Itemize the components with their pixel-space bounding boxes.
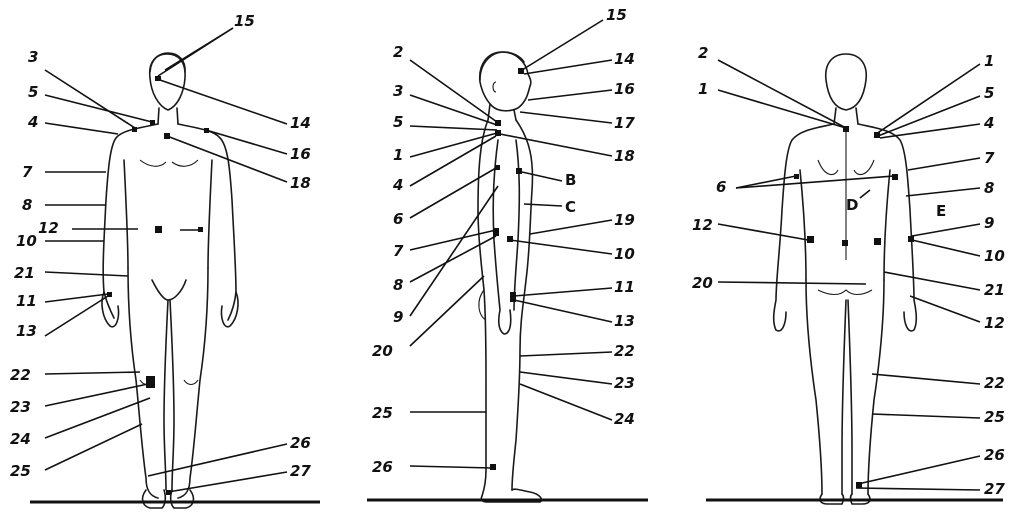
front-view-marks	[107, 76, 209, 495]
back-view-marks	[794, 126, 914, 488]
back-label-26: 26	[984, 446, 1005, 464]
side-label-10: 10	[614, 245, 635, 263]
side-label-7: 7	[393, 242, 404, 260]
side-label-19: 19	[614, 211, 635, 229]
front-label-15: 15	[234, 12, 255, 30]
front-label-11: 11	[16, 292, 37, 310]
side-label-4: 4	[392, 176, 403, 194]
side-label-14: 14	[614, 50, 635, 68]
side-label-B: B	[565, 171, 576, 189]
back-label-1: 1	[698, 80, 708, 98]
front-view-leader-lines	[45, 28, 287, 492]
front-label-4: 4	[27, 113, 38, 131]
side-label-13: 13	[614, 312, 635, 330]
front-label-7: 7	[22, 163, 33, 181]
front-label-5: 5	[28, 83, 38, 101]
side-label-20: 20	[372, 342, 393, 360]
back-label-27: 27	[984, 480, 1005, 498]
side-label-9: 9	[393, 308, 403, 326]
back-label-20: 20	[692, 274, 713, 292]
side-view-marks	[490, 68, 524, 470]
back-label-10: 10	[984, 247, 1005, 265]
side-label-25: 25	[372, 404, 393, 422]
back-label-21: 21	[984, 281, 1005, 299]
side-label-23: 23	[614, 374, 635, 392]
front-label-23: 23	[10, 398, 31, 416]
back-label-D: D	[846, 196, 858, 214]
side-label-11: 11	[614, 278, 635, 296]
front-label-12: 12	[38, 219, 59, 237]
side-label-22: 22	[614, 342, 635, 360]
back-label-22: 22	[984, 374, 1005, 392]
front-label-14: 14	[290, 114, 311, 132]
side-label-26: 26	[372, 458, 393, 476]
front-label-8: 8	[22, 196, 32, 214]
back-label-25: 25	[984, 408, 1005, 426]
front-view-labels: 3 5 4 7 8 10 12 21 11 13 22 23 24 25 15 …	[10, 12, 311, 480]
front-label-24: 24	[10, 430, 31, 448]
back-label-4: 4	[983, 114, 994, 132]
front-label-25: 25	[10, 462, 31, 480]
back-label-7: 7	[984, 149, 995, 167]
front-label-27: 27	[290, 462, 311, 480]
back-view-leader-lines	[718, 60, 980, 490]
back-label-2: 2	[698, 44, 708, 62]
side-label-5: 5	[393, 113, 403, 131]
back-label-E: E	[936, 202, 946, 220]
back-label-r12: 12	[984, 314, 1005, 332]
back-label-8: 8	[984, 179, 994, 197]
side-label-16: 16	[614, 80, 635, 98]
front-label-10: 10	[16, 232, 37, 250]
side-label-1: 1	[393, 146, 403, 164]
side-view-leader-lines	[410, 20, 612, 468]
side-label-15: 15	[606, 6, 627, 24]
side-label-3: 3	[393, 82, 403, 100]
side-label-17: 17	[614, 114, 635, 132]
back-view-labels: 2 1 6 D 12 20 1 5 4 7 8 E 9 10 21 12 22 …	[692, 44, 1005, 498]
front-label-26: 26	[290, 434, 311, 452]
front-label-21: 21	[14, 264, 35, 282]
side-label-18: 18	[614, 147, 635, 165]
side-label-24: 24	[614, 410, 635, 428]
side-label-2: 2	[393, 43, 403, 61]
side-label-8: 8	[393, 276, 403, 294]
front-label-18: 18	[290, 174, 311, 192]
back-label-9: 9	[984, 214, 994, 232]
front-label-13: 13	[16, 322, 37, 340]
side-view-labels: 2 3 5 1 4 6 7 8 9 20 25 26 15 14 16 17 1…	[372, 6, 635, 476]
side-view-figure	[478, 52, 542, 502]
front-label-16: 16	[290, 145, 311, 163]
side-label-C: C	[565, 198, 576, 216]
front-label-22: 22	[10, 366, 31, 384]
back-label-r1: 1	[984, 52, 994, 70]
back-label-12: 12	[692, 216, 713, 234]
back-label-5: 5	[984, 84, 994, 102]
back-label-6: 6	[716, 178, 726, 196]
front-view-figure	[102, 53, 238, 508]
front-label-3: 3	[28, 48, 38, 66]
side-label-6: 6	[393, 210, 403, 228]
